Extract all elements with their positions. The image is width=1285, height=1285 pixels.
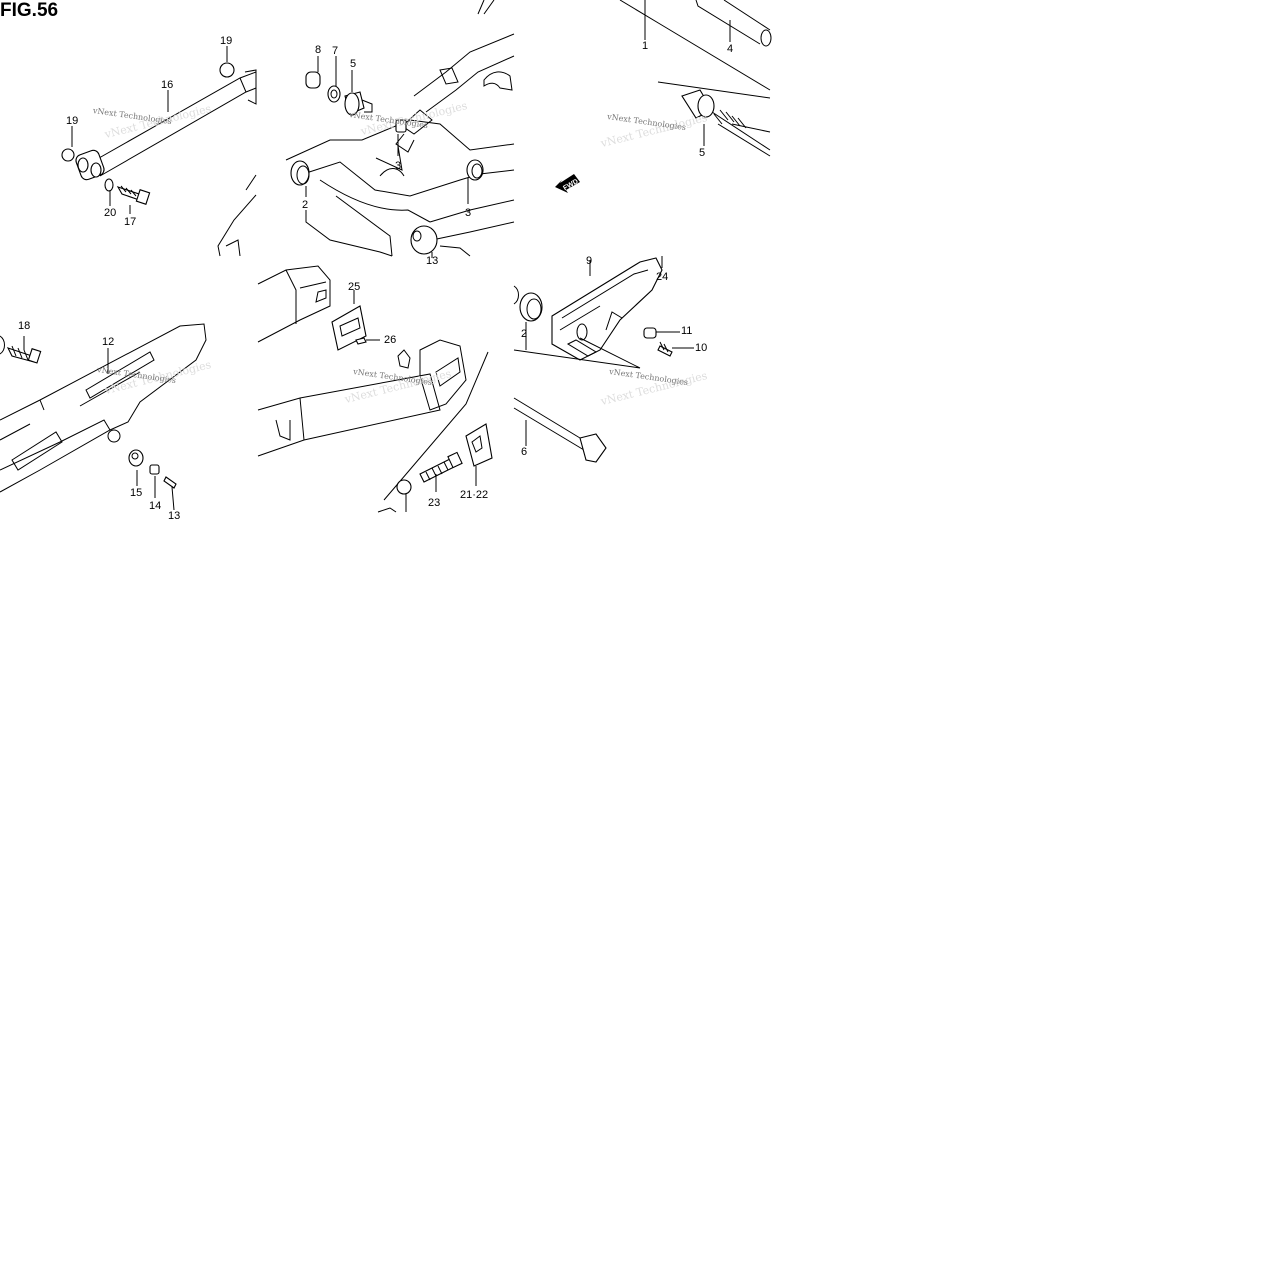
panel-chain-case: [0, 323, 207, 511]
panel-swingarm: [285, 33, 515, 258]
callout: 1: [642, 40, 648, 52]
callout: 2: [521, 328, 527, 340]
callout: 4: [727, 43, 733, 55]
panel-axle: [513, 256, 694, 463]
callout: 26: [384, 334, 396, 346]
callout-labels: 19 16 19 20 17 8 7 5 3 2 3 13 1 4 5 18 1…: [18, 35, 733, 522]
callout: 23: [428, 497, 440, 509]
callout: 19: [66, 115, 78, 127]
panel-pivot-shaft: FWD: [477, 0, 772, 193]
callout: 5: [699, 147, 705, 159]
panel-link-rod: [61, 46, 257, 257]
watermarks: vNext Technologies vNext Technologies vN…: [91, 99, 709, 408]
fwd-arrow-icon: FWD: [555, 174, 580, 193]
callout: 10: [695, 342, 707, 354]
callout: 6: [521, 446, 527, 458]
callout: 5: [350, 58, 356, 70]
callout: 11: [681, 325, 692, 337]
callout: 13: [426, 255, 438, 267]
callout: 13: [168, 510, 180, 522]
callout: 8: [315, 44, 321, 56]
callout: 9: [586, 255, 592, 267]
callout: 3: [395, 160, 401, 172]
callout: 16: [161, 79, 173, 91]
callout: 18: [18, 320, 30, 332]
callout: 15: [130, 487, 142, 499]
callout: 14: [149, 500, 161, 512]
panel-swingarm-end: [257, 265, 493, 513]
callout: 19: [220, 35, 232, 47]
callout: 25: [348, 281, 360, 293]
callout: 3: [465, 207, 471, 219]
figure-title: FIG.56: [0, 0, 59, 21]
callout: 24: [656, 271, 668, 283]
callout: 7: [332, 45, 338, 57]
callout: 21·22: [460, 489, 488, 501]
callout: 20: [104, 207, 116, 219]
callout: 17: [124, 216, 136, 228]
callout: 2: [302, 199, 308, 211]
callout: 12: [102, 336, 114, 348]
